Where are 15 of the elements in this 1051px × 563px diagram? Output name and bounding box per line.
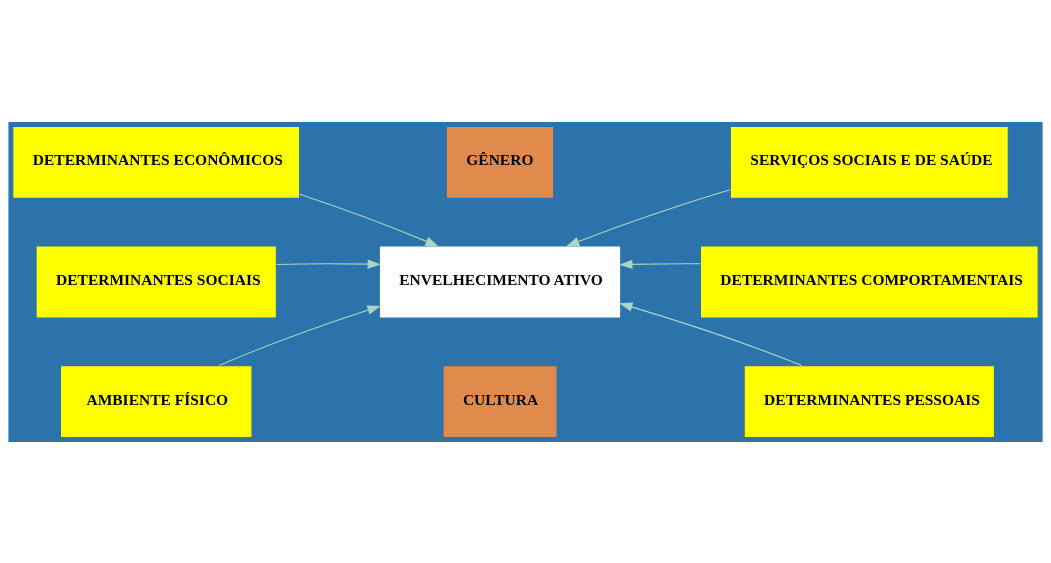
node-box: ENVELHECIMENTO ATIVO bbox=[378, 244, 622, 319]
node-box: GÊNERO bbox=[445, 125, 555, 199]
node-box: SERVIÇOS SOCIAIS E DE SAÚDE bbox=[729, 125, 1009, 199]
arrow bbox=[619, 259, 701, 269]
node-box: DETERMINANTES ECONÔMICOS bbox=[12, 125, 301, 199]
arrow bbox=[619, 302, 803, 366]
node-box: CULTURA bbox=[442, 364, 558, 438]
arrow bbox=[218, 305, 381, 366]
node-box: DETERMINANTES COMPORTAMENTAIS bbox=[699, 244, 1039, 319]
node-box: AMBIENTE FÍSICO bbox=[59, 364, 253, 438]
arrow bbox=[299, 193, 439, 247]
arrow bbox=[276, 259, 381, 269]
node-box: DETERMINANTES PESSOAIS bbox=[743, 364, 995, 438]
node-box: DETERMINANTES SOCIAIS bbox=[35, 244, 277, 319]
arrow bbox=[566, 188, 731, 246]
